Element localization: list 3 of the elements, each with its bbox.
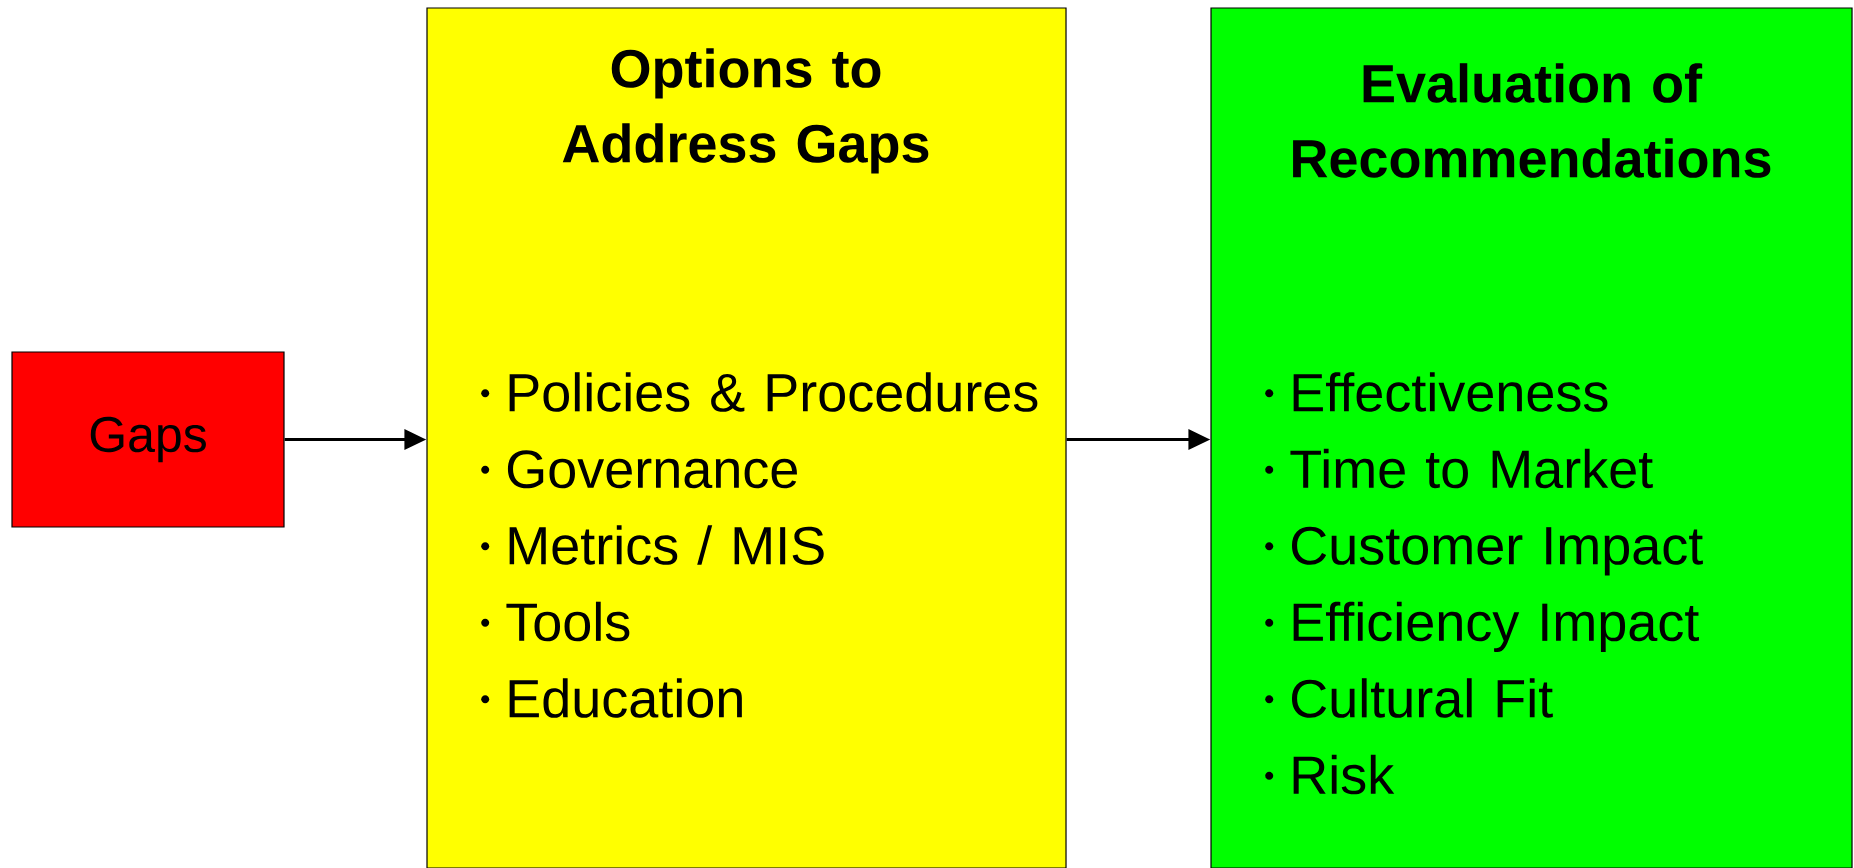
process-box: Gaps [11,351,285,528]
process-box: Options to Address Gaps Policies & Procedures Governance Metrics / MIS Tools Education [426,7,1067,868]
process-box: Evaluation of Recommendations Effectiveness Time to Market Customer Impact Efficiency Impact Cultural Fit Risk [1210,7,1853,868]
